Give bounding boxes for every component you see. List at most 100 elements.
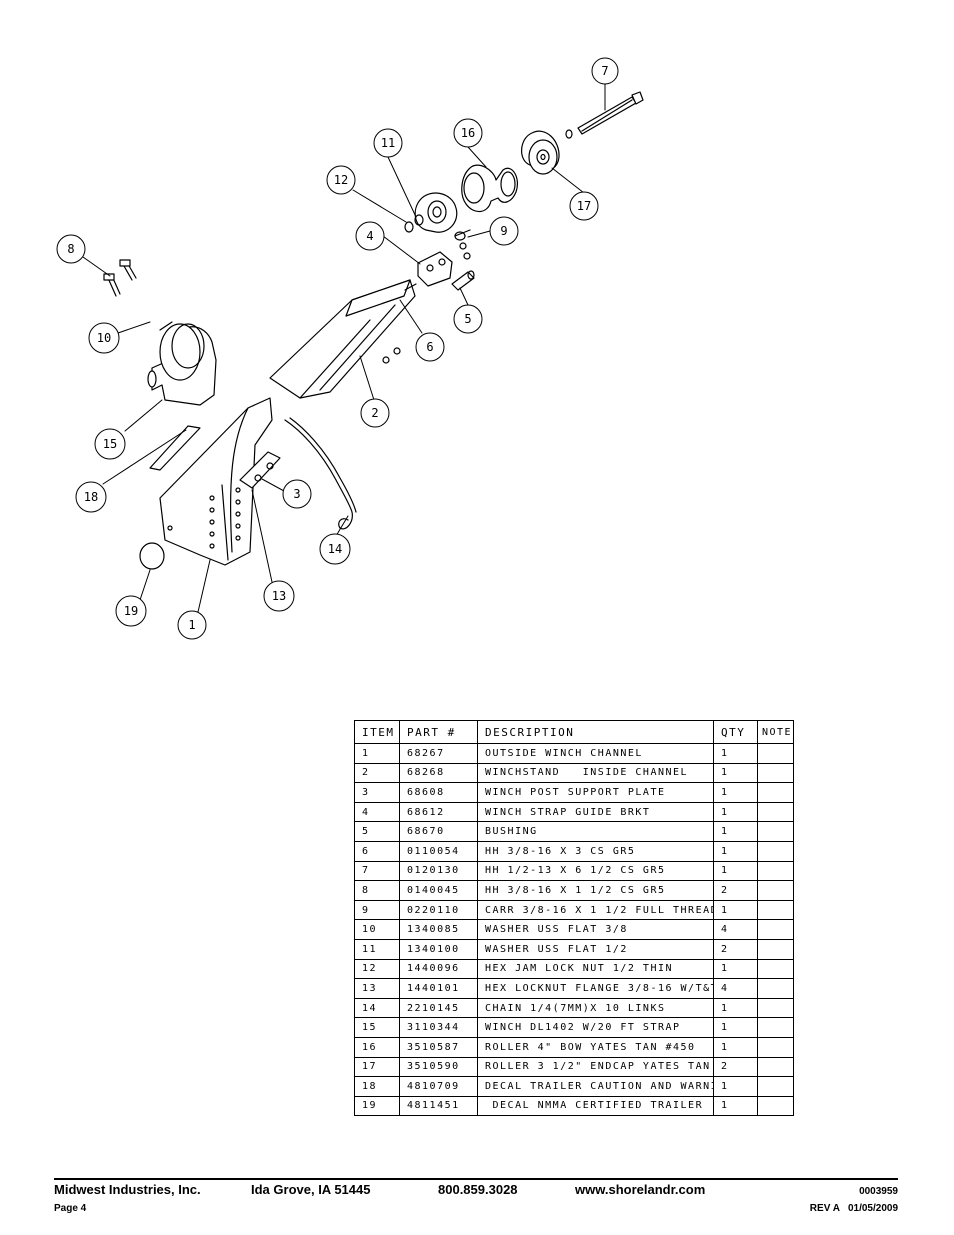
cell-item: 9 [354, 899, 400, 921]
header-item: ITEM [354, 720, 400, 744]
cell-note [757, 1017, 794, 1038]
callout-15: 15 [94, 428, 126, 460]
cell-item: 14 [354, 997, 400, 1019]
cell-part: 1440101 [399, 978, 478, 999]
cell-description: HH 3/8-16 X 1 1/2 CS GR5 [477, 880, 714, 901]
svg-text:5: 5 [464, 312, 471, 326]
cell-note [757, 821, 794, 842]
cell-item: 1 [354, 743, 400, 764]
cell-qty: 1 [713, 743, 758, 764]
callout-16: 16 [453, 118, 483, 148]
cell-qty: 4 [713, 919, 758, 940]
footer-rule [54, 1178, 898, 1180]
callout-14: 14 [319, 533, 351, 565]
svg-text:16: 16 [461, 126, 475, 140]
cell-item: 15 [354, 1017, 400, 1038]
svg-text:6: 6 [426, 340, 433, 354]
callout-13: 13 [263, 580, 295, 612]
cell-description: HEX JAM LOCK NUT 1/2 THIN [477, 958, 714, 980]
cell-part: 0220110 [399, 899, 478, 921]
exploded-parts-diagram: 7 11 16 12 17 9 4 8 5 10 6 2 15 3 18 14 … [56, 57, 644, 640]
svg-text:13: 13 [272, 589, 286, 603]
cell-description: CHAIN 1/4(7MM)X 10 LINKS [477, 997, 714, 1019]
cell-description: ROLLER 3 1/2" ENDCAP YATES TAN [477, 1056, 714, 1078]
cell-item: 19 [354, 1095, 400, 1117]
cell-part: 68608 [399, 782, 478, 803]
cell-qty: 1 [713, 899, 758, 921]
cell-description: CARR 3/8-16 X 1 1/2 FULL THREAD GR5 [477, 899, 714, 921]
decal-19-drawing [139, 542, 165, 570]
svg-text:3: 3 [293, 487, 300, 501]
cell-description: BUSHING [477, 821, 714, 842]
cell-note [757, 880, 794, 901]
svg-text:7: 7 [601, 64, 608, 78]
callout-18: 18 [75, 481, 107, 513]
roller-17-drawing [521, 130, 560, 175]
cell-part: 0110054 [399, 840, 478, 862]
cell-qty: 2 [713, 1056, 758, 1078]
cell-description: WINCH POST SUPPORT PLATE [477, 782, 714, 803]
svg-text:14: 14 [328, 542, 342, 556]
cell-item: 16 [354, 1036, 400, 1058]
cell-description: WASHER USS FLAT 1/2 [477, 938, 714, 960]
header-note: NOTE [757, 720, 794, 744]
cell-qty: 2 [713, 880, 758, 901]
svg-text:1: 1 [188, 618, 195, 632]
cell-note [757, 997, 794, 1019]
callout-1: 1 [177, 610, 207, 640]
cell-item: 4 [354, 801, 400, 823]
cell-qty: 1 [713, 1017, 758, 1038]
cell-note [757, 1036, 794, 1058]
cell-note [757, 958, 794, 980]
cell-part: 1340100 [399, 938, 478, 960]
cell-description: HH 1/2-13 X 6 1/2 CS GR5 [477, 860, 714, 882]
footer-city: Ida Grove, IA 51445 [251, 1182, 371, 1197]
cell-item: 18 [354, 1076, 400, 1097]
cell-note [757, 978, 794, 999]
cell-note [757, 782, 794, 803]
cell-item: 12 [354, 958, 400, 980]
cell-qty: 1 [713, 1036, 758, 1058]
cell-description: HEX LOCKNUT FLANGE 3/8-16 W/T&T [477, 978, 714, 999]
cell-qty: 1 [713, 958, 758, 980]
cell-qty: 1 [713, 762, 758, 784]
end-roller-drawing [404, 192, 458, 233]
callout-2: 2 [360, 398, 390, 428]
callout-3: 3 [282, 479, 312, 509]
cell-note [757, 919, 794, 940]
cell-description: WINCH DL1402 W/20 FT STRAP [477, 1017, 714, 1038]
footer-page-number: Page 4 [54, 1203, 87, 1214]
svg-text:4: 4 [366, 229, 373, 243]
cell-note [757, 1095, 794, 1117]
cell-part: 0140045 [399, 880, 478, 901]
svg-text:8: 8 [67, 242, 74, 256]
cell-item: 5 [354, 821, 400, 842]
bolts-8-drawing [103, 259, 137, 297]
leader-lines [82, 83, 606, 613]
strap-guide-bracket-drawing [417, 242, 471, 287]
cell-note [757, 840, 794, 862]
decal-18-drawing [149, 425, 201, 471]
cell-description: DECAL TRAILER CAUTION AND WARNI [477, 1076, 714, 1097]
callout-4: 4 [355, 221, 385, 251]
footer-phone: 800.859.3028 [438, 1182, 518, 1197]
callout-11: 11 [373, 128, 403, 158]
svg-text:15: 15 [103, 437, 117, 451]
cell-qty: 2 [713, 938, 758, 960]
chain-drawing [284, 417, 357, 530]
cell-note [757, 1076, 794, 1097]
